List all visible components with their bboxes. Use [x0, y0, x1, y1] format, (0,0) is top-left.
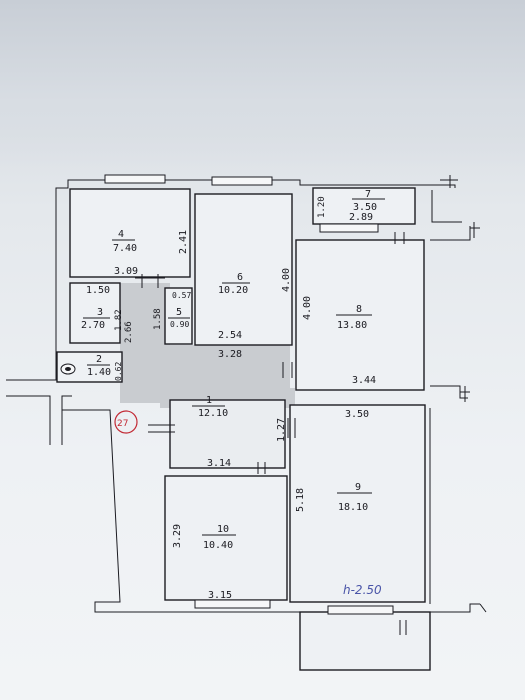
hall-area	[120, 283, 295, 408]
dim-3-28: 3.28	[218, 349, 242, 360]
dim-3-15: 3.15	[208, 590, 232, 601]
dimension-labels: 2.41 3.09 1.50 1.82 2.66 0.62 1.58 0.57 …	[86, 196, 376, 601]
balcony	[299, 611, 431, 671]
dim-3-29: 3.29	[172, 524, 183, 548]
room-6-area: 10.20	[218, 285, 248, 296]
dim-3-50-bottom: 3.50	[345, 409, 369, 420]
room-10-number: 10	[217, 524, 229, 535]
dim-1-50: 1.50	[86, 285, 110, 296]
dim-2-66: 2.66	[124, 321, 134, 343]
room-5-area: 0.90	[170, 320, 189, 329]
room-1-number: 1	[206, 395, 212, 406]
room-1	[169, 399, 286, 469]
room-5-number: 5	[176, 307, 182, 318]
room-3-area: 2.70	[81, 320, 105, 331]
room-3	[69, 282, 121, 344]
dim-1-20: 1.20	[317, 196, 327, 218]
dim-1-27: 1.27	[276, 418, 287, 442]
room-8-number: 8	[356, 304, 362, 315]
room-4	[69, 188, 191, 278]
room-9-area: 18.10	[338, 502, 368, 513]
dim-4-00-left: 4.00	[281, 268, 292, 292]
room-5	[164, 287, 193, 345]
room-7-area: 2.89	[349, 212, 373, 223]
dim-2-41: 2.41	[178, 230, 189, 254]
dim-3-44: 3.44	[352, 375, 376, 386]
dim-2-54: 2.54	[218, 330, 242, 341]
room-10-area: 10.40	[203, 540, 233, 551]
ceiling-height-note: h-2.50	[343, 583, 382, 597]
apartment-number-stamp: 27	[114, 410, 138, 434]
dim-3-50-top: 3.50	[353, 202, 377, 213]
room-1-area: 12.10	[198, 408, 228, 419]
room-6	[194, 193, 293, 346]
paper-shadow	[0, 0, 525, 170]
room-7-number: 7	[365, 189, 371, 200]
apartment-number: 27	[117, 419, 128, 429]
room-7	[312, 187, 416, 225]
room-2-number: 2	[96, 354, 102, 365]
room-9	[289, 404, 426, 603]
room-9-number: 9	[355, 482, 361, 493]
toilet-bowl-icon	[65, 367, 71, 371]
room-4-area: 7.40	[113, 243, 137, 254]
room-8-area: 13.80	[337, 320, 367, 331]
room-6-number: 6	[237, 272, 243, 283]
dim-1-58: 1.58	[153, 308, 163, 330]
room-2-area: 1.40	[87, 367, 111, 378]
windows	[104, 174, 394, 615]
dim-3-09: 3.09	[114, 266, 138, 277]
room-4-number: 4	[118, 229, 124, 240]
dim-5-18: 5.18	[295, 488, 306, 512]
dim-0-57: 0.57	[172, 291, 191, 300]
dim-4-00-right: 4.00	[302, 296, 313, 320]
dim-1-82: 1.82	[114, 309, 124, 331]
dim-0-62: 0.62	[114, 362, 123, 381]
room-3-number: 3	[97, 307, 103, 318]
room-labels: 4 7.40 6 10.20 7 3.50 2.89 8 13.80 3 2.7…	[81, 189, 385, 551]
dim-3-14: 3.14	[207, 458, 231, 469]
room-10	[164, 475, 288, 601]
door-marks	[135, 175, 487, 635]
